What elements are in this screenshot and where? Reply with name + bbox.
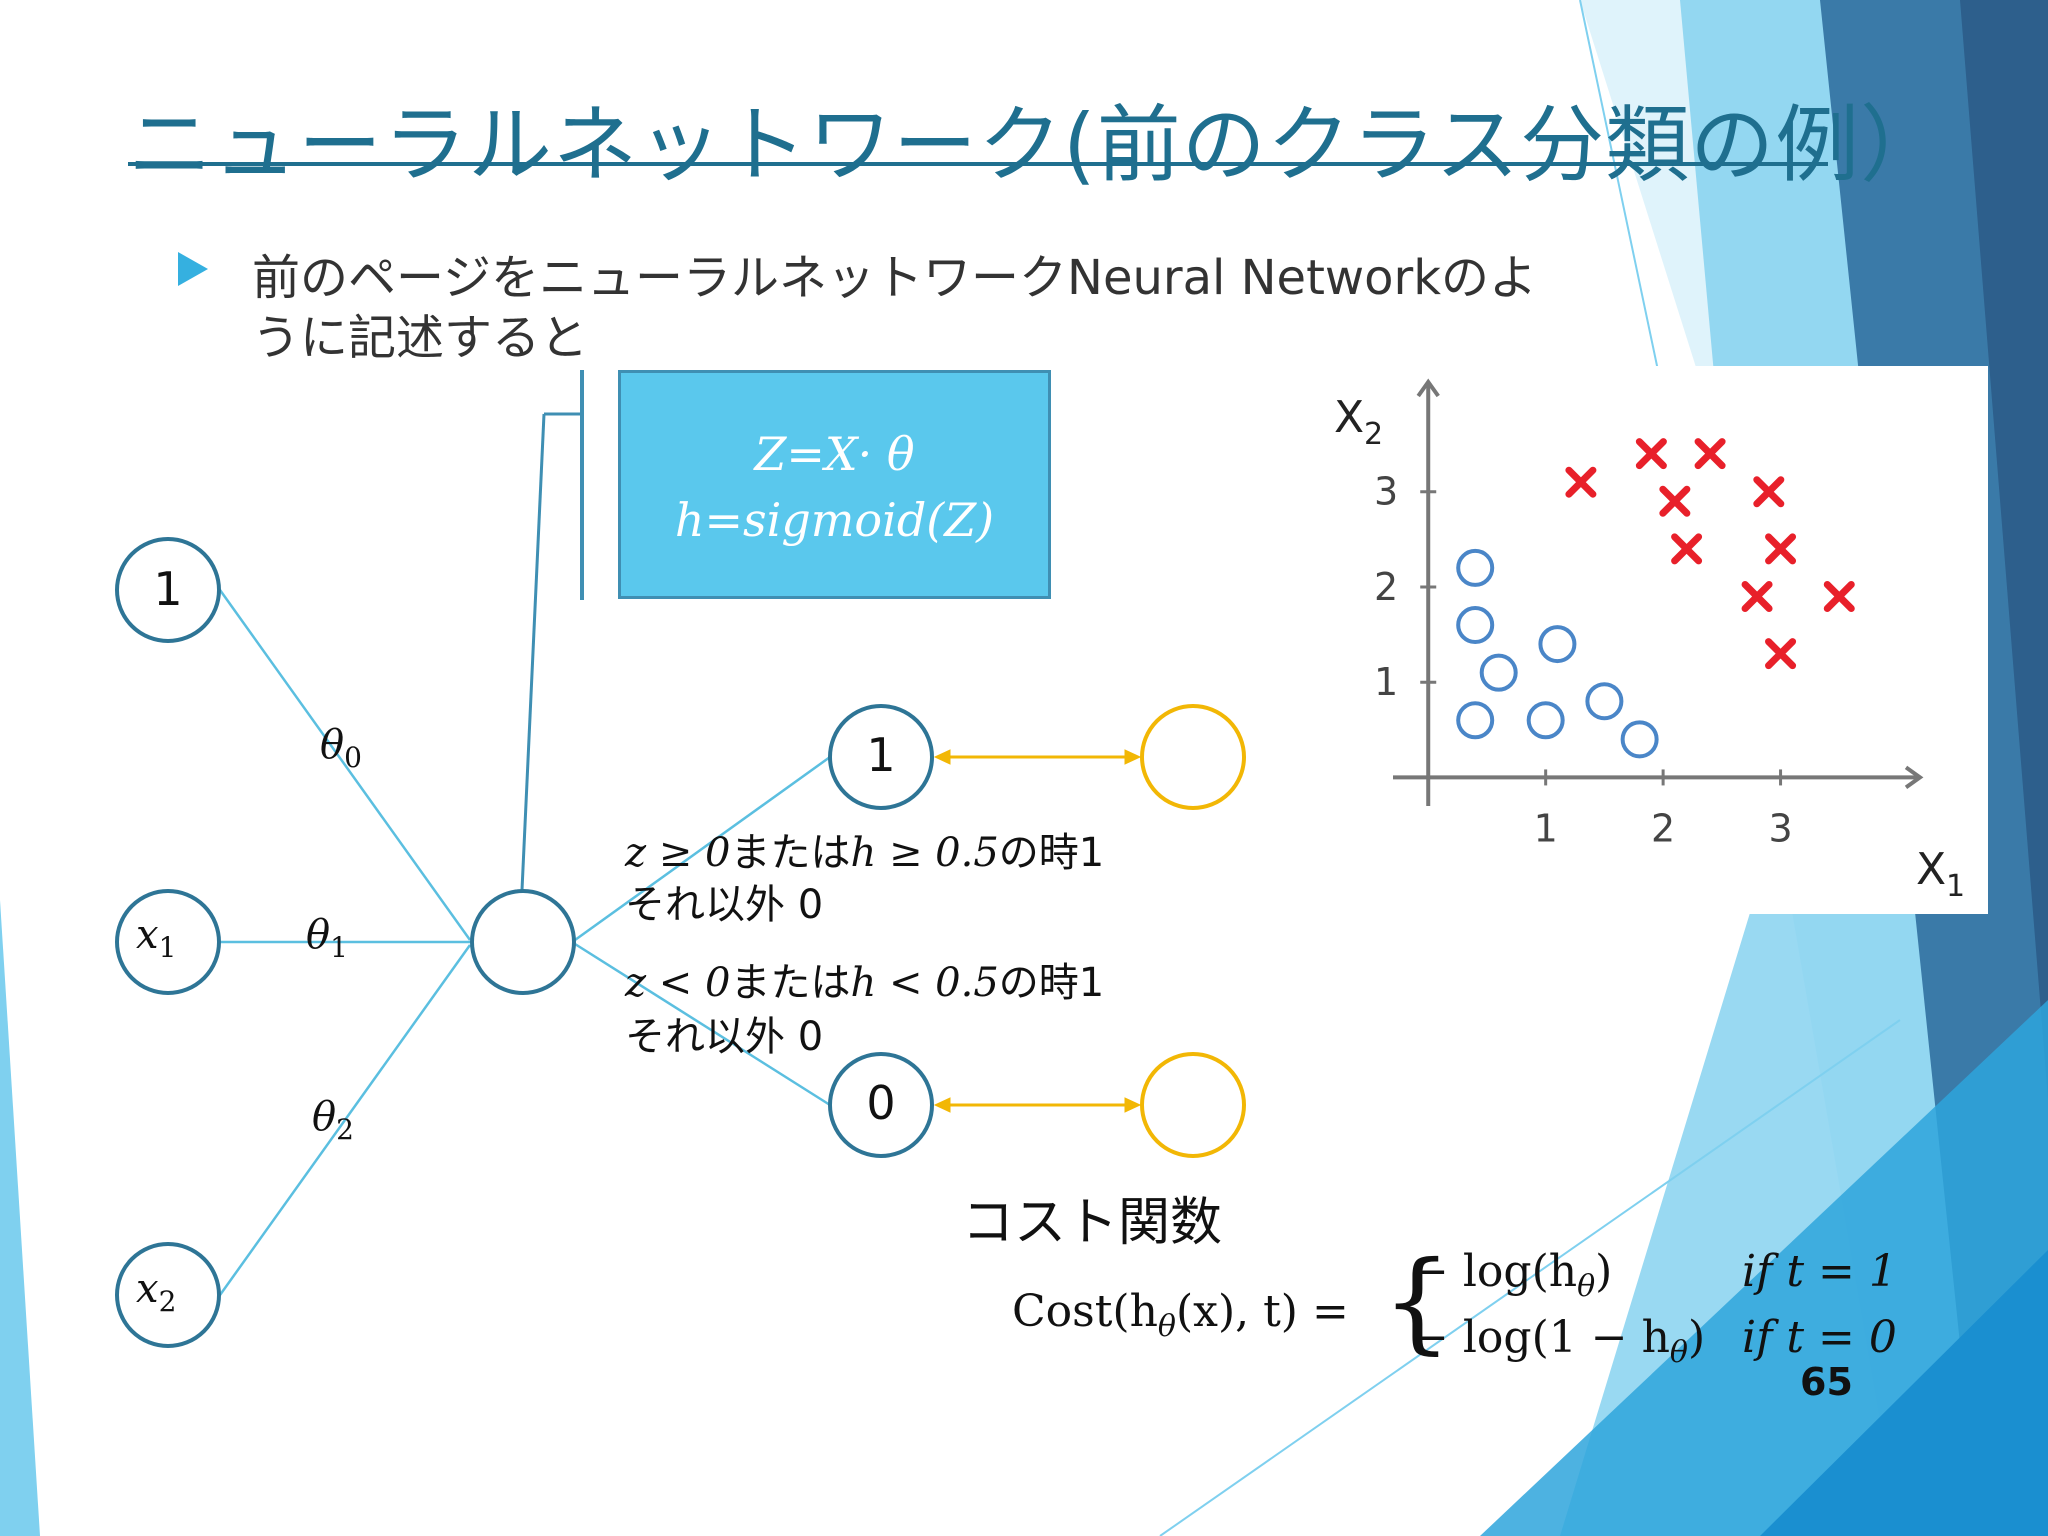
condition-2-line: z < 0またはh < 0.5の時1 — [625, 960, 1105, 1006]
scatter-point-x — [1765, 533, 1797, 565]
bullet-arrow-icon — [178, 252, 208, 286]
bullet-text-line-1: 前のページをニューラルネットワークNeural Networkのよ — [252, 250, 1538, 306]
scatter-point-x — [1659, 485, 1691, 517]
title-underline — [128, 162, 1828, 166]
scatter-point-o — [1585, 682, 1624, 721]
cost-case-2-condition: if t = 0 — [1742, 1312, 1897, 1363]
y-tick-label: 2 — [1374, 565, 1398, 609]
formula-line-1: Z=X· θ — [754, 427, 915, 481]
weight-label-theta2: θ2 — [312, 1094, 354, 1146]
edge-out-1 — [574, 755, 831, 942]
input-node-x1 — [115, 889, 221, 995]
y-tick-label: 1 — [1374, 660, 1398, 704]
x-tick-label: 3 — [1768, 806, 1792, 850]
input-label-x1: x1 — [136, 912, 177, 964]
input-node-x2 — [115, 1242, 221, 1348]
formula-line-2: h=sigmoid(Z) — [674, 493, 995, 547]
bracket-stem-diagonal — [520, 413, 546, 891]
input-node-bias — [115, 537, 221, 643]
cost-brace: { — [1382, 1237, 1452, 1365]
edge-out-0 — [574, 942, 831, 1107]
input-label-bias: 1 — [153, 562, 183, 616]
y-tick-label: 3 — [1374, 470, 1398, 514]
weight-label-theta0: θ0 — [320, 722, 362, 774]
x-axis-label-sub: 1 — [1946, 869, 1965, 904]
scatter-point-x — [1765, 638, 1797, 670]
x-axis-arrow — [1904, 765, 1924, 790]
x-axis-label: X — [1916, 844, 1946, 895]
condition-1-line: z ≥ 0またはh ≥ 0.5の時1 — [625, 830, 1105, 876]
cost-lhs: Cost(hθ(x), t) = — [1012, 1286, 1349, 1344]
scatter-point-x — [1741, 580, 1773, 612]
scatter-point-x — [1635, 438, 1667, 470]
scatter-point-x — [1671, 533, 1703, 565]
output-label-1: 1 — [866, 728, 896, 782]
bullet-text-line-2: うに記述すると — [252, 310, 589, 366]
page-number: 65 — [1800, 1360, 1853, 1404]
slide-title: ニューラルネットワーク(前のクラス分類の例） — [128, 96, 1946, 194]
edge-bias — [218, 589, 472, 941]
double-arrow-0 — [933, 1097, 1142, 1113]
y-axis-label-sub: 2 — [1364, 417, 1383, 452]
y-axis-label: X — [1334, 392, 1364, 443]
scatter-point-o — [1526, 701, 1565, 740]
x-tick-label: 2 — [1651, 806, 1675, 850]
scatter-point-o — [1620, 720, 1659, 759]
formula-box: Z=X· θ h=sigmoid(Z) — [618, 370, 1051, 599]
scatter-point-x — [1823, 580, 1855, 612]
output-node-0 — [828, 1052, 934, 1158]
output-node-1 — [828, 704, 934, 810]
x-tick-label: 1 — [1534, 806, 1558, 850]
output-label-0: 0 — [866, 1076, 896, 1130]
double-arrow-1 — [933, 749, 1142, 765]
hidden-node — [470, 889, 576, 995]
input-label-x2: x2 — [136, 1266, 177, 1318]
target-node-1 — [1140, 704, 1246, 810]
scatter-point-o — [1456, 548, 1495, 587]
scatter-point-x — [1694, 438, 1726, 470]
scatter-point-o — [1538, 625, 1577, 664]
y-axis-arrow — [1416, 378, 1440, 398]
cost-heading: コスト関数 — [962, 1193, 1223, 1253]
scatter-point-x — [1753, 476, 1785, 508]
weight-label-theta1: θ1 — [306, 912, 348, 964]
target-node-0 — [1140, 1052, 1246, 1158]
cost-case-2: − log(1 − hθ) — [1412, 1312, 1706, 1370]
cost-case-1: − log(hθ) — [1412, 1246, 1613, 1304]
cost-case-1-condition: if t = 1 — [1742, 1246, 1897, 1297]
scatter-point-o — [1456, 701, 1495, 740]
condition-1-else: それ以外 0 — [625, 882, 824, 928]
scatter-point-o — [1456, 606, 1495, 645]
scatter-point-o — [1479, 653, 1518, 692]
edge-x2 — [218, 944, 472, 1296]
condition-2-else: それ以外 0 — [625, 1014, 824, 1060]
scatter-point-x — [1565, 466, 1597, 498]
